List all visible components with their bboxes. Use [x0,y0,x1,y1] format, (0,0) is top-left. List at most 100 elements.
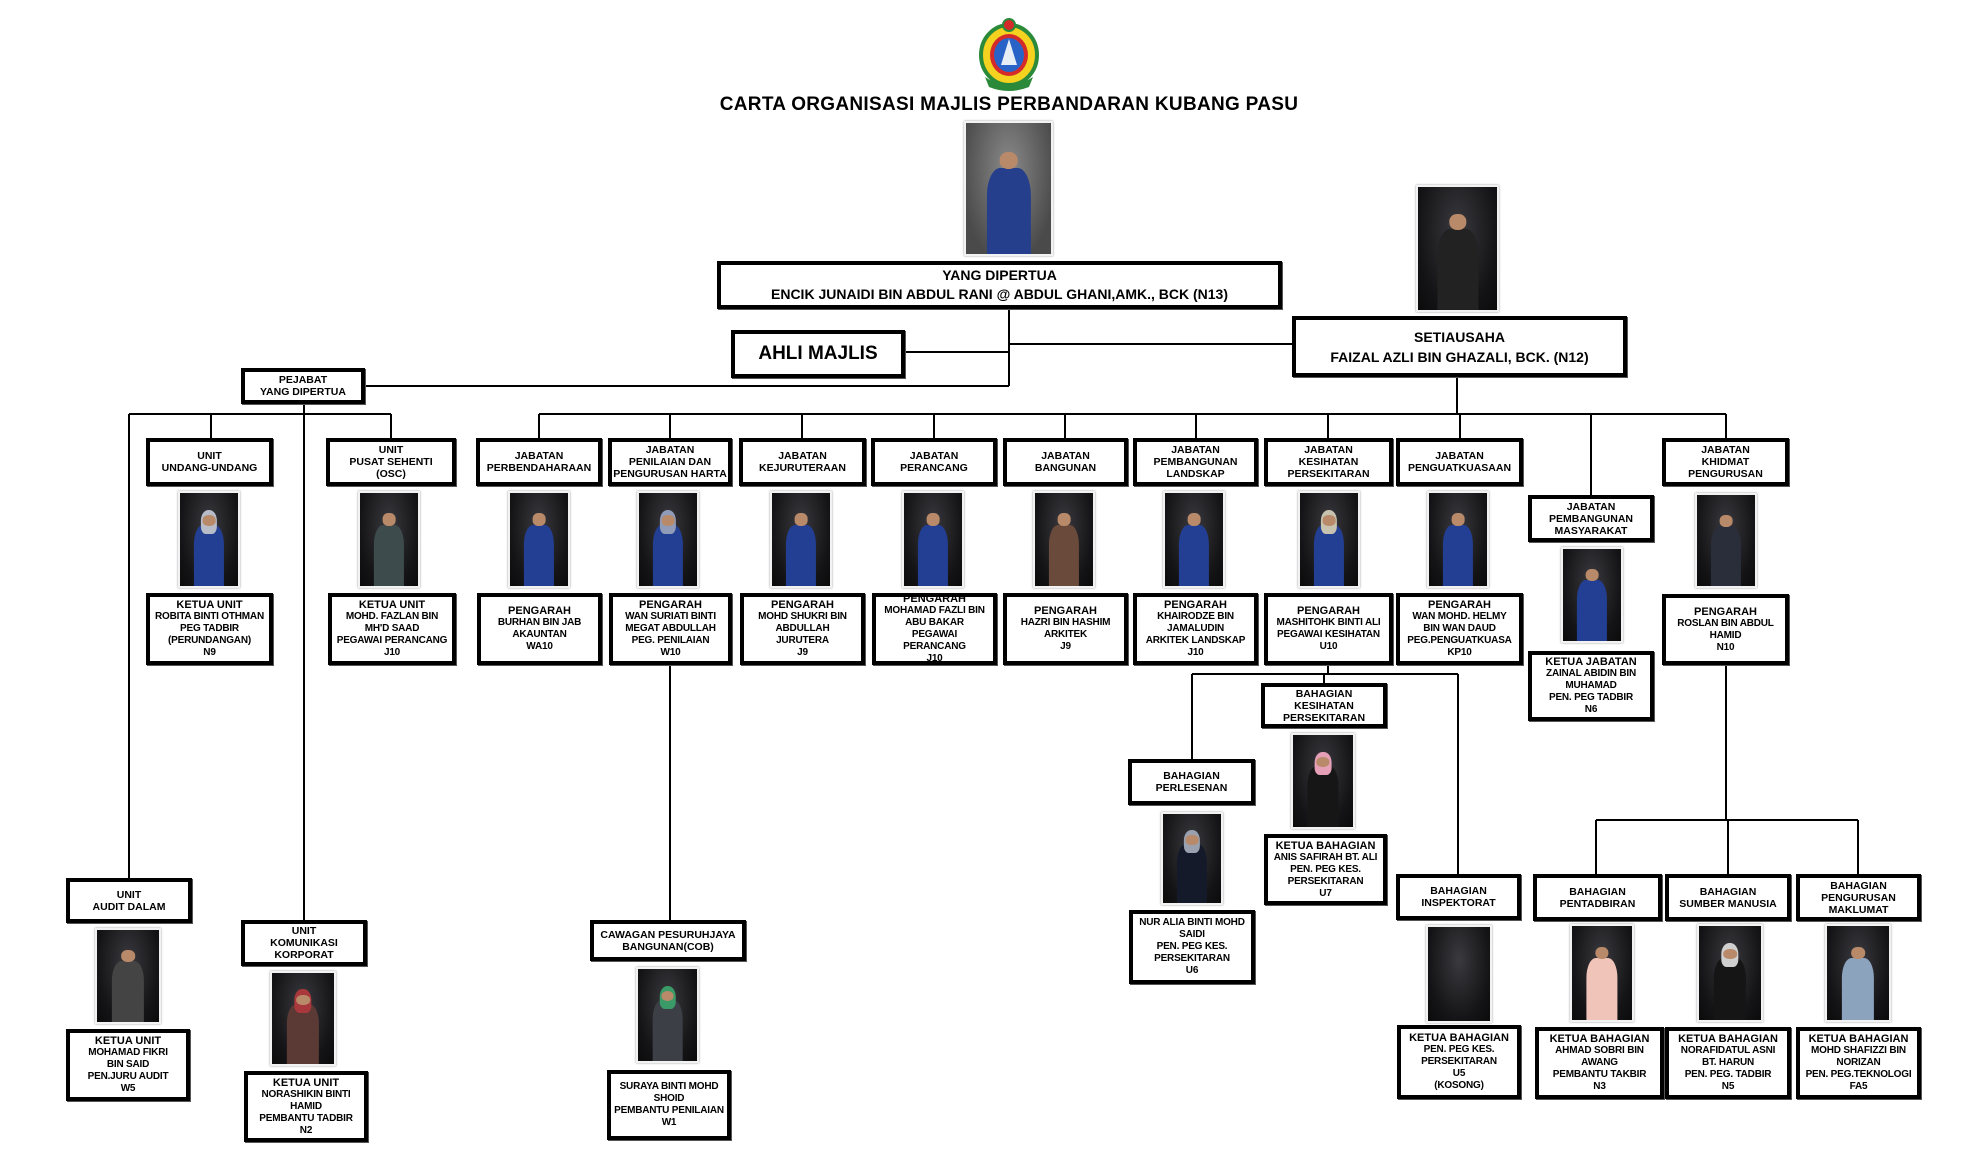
person-detail-line: PEN. PEG KES. [1423,1044,1495,1055]
setiausaha-box[interactable]: SETIAUSAHA FAIZAL AZLI BIN GHAZALI, BCK.… [1292,316,1627,377]
unit-title-line: KESIHATAN [1294,699,1354,712]
unit-title-line: BANGUNAN [1034,462,1097,474]
person-detail-line: PEGAWAI [911,629,958,640]
photo-landskap [1163,491,1225,588]
unit-title-line: SUMBER MANUSIA [1679,897,1777,910]
person-position: KETUA BAHAGIAN [1678,1033,1778,1045]
unit-title-line: PERSEKITARAN [1287,468,1370,480]
person-detail-line: MOHD. FAZLAN BIN [345,611,439,622]
person-position: KETUA BAHAGIAN [1409,1032,1509,1044]
person-detail-line: KHAIRODZE BIN [1157,611,1234,622]
person-position: PENGARAH [1297,605,1360,617]
person-detail-line: N6 [1584,704,1598,715]
person-position: KETUA UNIT [94,1035,162,1047]
page-title: CARTA ORGANISASI MAJLIS PERBANDARAN KUBA… [719,94,1299,115]
person-head [1851,946,1865,959]
person-head [121,950,135,963]
person-head [296,994,310,1005]
ahli-majlis-box[interactable]: AHLI MAJLIS [731,330,905,378]
connector-line [1456,377,1458,414]
connector-line [390,414,392,438]
person-head [1322,515,1336,526]
yang-dipertua-box[interactable]: YANG DIPERTUA ENCIK JUNAIDI BIN ABDUL RA… [717,261,1282,309]
person-detail-line: PERANCANG [903,641,966,652]
person-position: PENGARAH [1428,599,1491,611]
unit-title-line: PENGURUSAN [1688,468,1763,480]
person-detail-line: U6 [1185,965,1199,976]
unit-title-line: KOMUNIKASI [270,937,338,949]
person-head [1451,513,1465,526]
person-detail-line: HAMID [290,1100,322,1112]
person-figure [373,524,405,586]
photo-cob [636,967,699,1063]
person-detail-line: MOHAMAD FAZLI BIN [884,605,985,616]
person-detail-line: BIN SAID [106,1059,150,1070]
person-figure [1841,957,1875,1020]
person-detail-line: PEG. PENILAIAN [631,635,710,646]
person-detail-line: N9 [203,647,216,658]
person-figure [1710,525,1742,586]
person-figure [111,961,145,1022]
person-head [926,513,940,526]
person-figure [1576,580,1608,641]
photo-komunikasi [270,971,336,1066]
person-detail-line: AWANG [1581,1057,1618,1068]
unit-title-line: AUDIT DALAM [92,900,166,913]
person-detail-line: JAMALUDIN [1166,623,1225,634]
person-detail-line: SURAYA BINTI MOHD [619,1081,719,1092]
person-detail-line: PEN. PEG. TADBIR [1684,1069,1772,1080]
person-position: PENGARAH [903,593,966,605]
person-detail-line: J10 [1187,647,1204,658]
person-detail-line: WAN SURIATI BINTI [625,611,716,622]
person-figure [1586,957,1618,1020]
person-detail-line: AKAUNTAN [512,629,567,640]
unit-title-line: JABATAN [1701,444,1750,456]
unit-title-line: BANGUNAN(COB) [622,940,714,953]
connector-line [1596,819,1858,821]
